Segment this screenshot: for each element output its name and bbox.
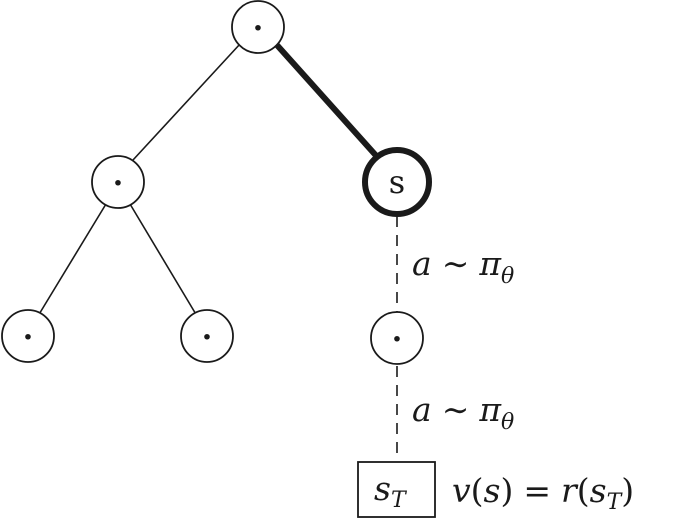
edge-left-child-leaf-2 bbox=[129, 203, 198, 317]
node-dot: · bbox=[392, 322, 402, 357]
node-dot: · bbox=[113, 166, 123, 201]
terminal-state-box: sT bbox=[357, 461, 436, 518]
tree-node-root: · bbox=[231, 0, 285, 54]
rollout-label-2: a∼πθ bbox=[412, 390, 514, 435]
edge-left-child-leaf-1 bbox=[37, 203, 107, 317]
tree-node-left-child: · bbox=[91, 155, 145, 209]
tree-node-left-leaf-2: · bbox=[180, 309, 234, 363]
tree-node-rollout: · bbox=[370, 311, 424, 365]
tree-node-left-leaf-1: · bbox=[1, 309, 55, 363]
node-dot: · bbox=[253, 11, 263, 46]
current-state-label: s bbox=[389, 163, 405, 201]
edge-root-current-state-highlighted bbox=[273, 41, 383, 163]
value-equation: v(s)=r(sT) bbox=[452, 471, 634, 515]
terminal-state-label: sT bbox=[374, 469, 408, 513]
node-dot: · bbox=[202, 320, 212, 355]
node-dot: · bbox=[23, 320, 33, 355]
rollout-label-1: a∼πθ bbox=[412, 244, 514, 289]
tree-node-current-state: s bbox=[362, 147, 432, 217]
edge-root-left-child bbox=[132, 43, 241, 161]
